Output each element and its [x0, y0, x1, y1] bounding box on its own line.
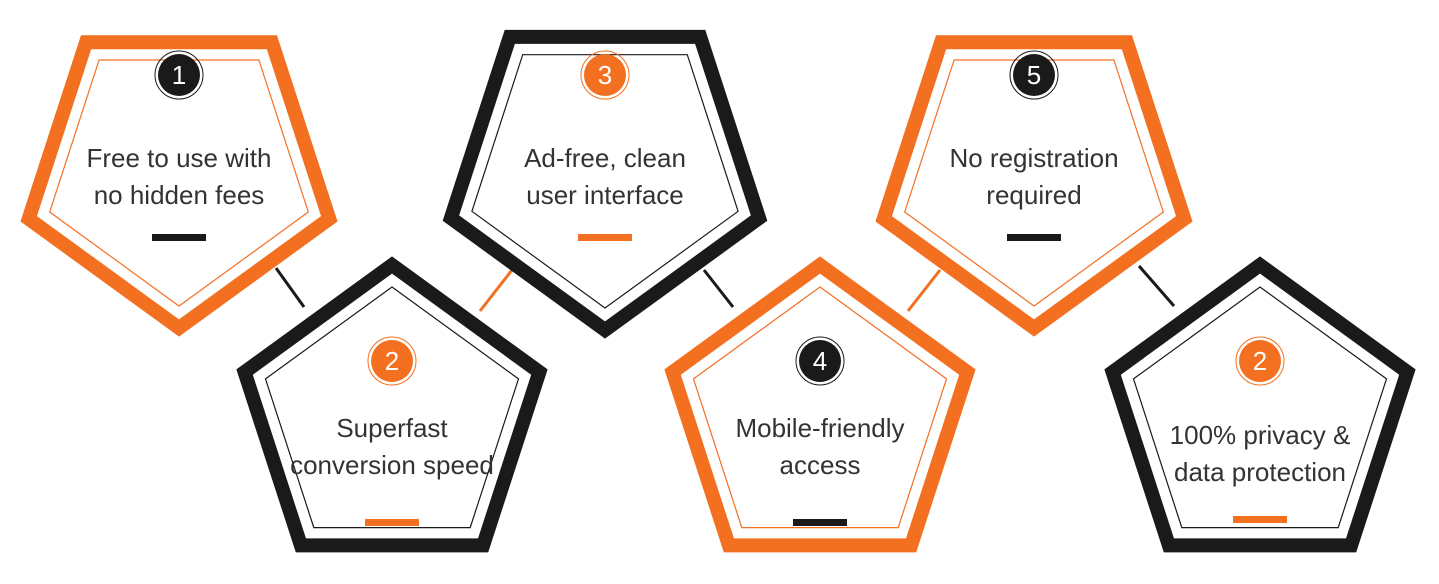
feature-text-line-2: conversion speed	[290, 450, 494, 480]
pentagon-inner-frame	[1132, 286, 1388, 529]
connector-line-5	[1137, 265, 1176, 307]
feature-number: 1	[172, 60, 186, 90]
feature-text-line-1: Mobile-friendly	[735, 413, 904, 443]
pentagon-outer-frame	[664, 256, 976, 553]
connector-line-2	[478, 269, 514, 312]
pentagon-outer-frame	[875, 35, 1193, 337]
feature-number: 4	[813, 346, 827, 376]
feature-number: 2	[1253, 346, 1267, 376]
connectors	[274, 265, 1176, 312]
badge-ring	[1235, 336, 1285, 386]
feature-text-line-1: No registration	[949, 143, 1118, 173]
accent-dash	[365, 519, 419, 526]
connector-line-1	[274, 267, 306, 308]
number-badge	[799, 340, 841, 382]
feature-text-line-2: access	[780, 450, 861, 480]
feature-text-line-1: Superfast	[336, 413, 448, 443]
connector-line-4	[906, 269, 942, 312]
number-badge	[1013, 54, 1055, 96]
accent-dash	[152, 234, 206, 241]
badge-ring	[367, 336, 417, 386]
badge-ring	[1009, 50, 1059, 100]
number-badge	[584, 54, 626, 96]
pentagon-inner-frame	[264, 286, 520, 529]
accent-dash	[1007, 234, 1061, 241]
feature-text-line-1: Ad-free, clean	[524, 143, 686, 173]
connector-line-3	[702, 269, 735, 308]
feature-text-line-1: 100% privacy &	[1170, 420, 1351, 450]
feature-number: 5	[1027, 60, 1041, 90]
badge-ring	[154, 50, 204, 100]
pentagon-inner-frame	[692, 286, 948, 529]
pentagon-outer-frame	[236, 256, 548, 553]
pentagon-outer-frame	[1104, 256, 1416, 553]
badge-ring	[580, 50, 630, 100]
feature-text-line-2: user interface	[526, 180, 684, 210]
number-badge	[158, 54, 200, 96]
number-badge	[1239, 340, 1281, 382]
feature-card-6: 2 100% privacy & data protection	[1104, 256, 1416, 553]
feature-text-line-2: data protection	[1174, 457, 1346, 487]
feature-text-line-2: no hidden fees	[94, 180, 265, 210]
accent-dash	[793, 519, 847, 526]
feature-text-line-2: required	[986, 180, 1081, 210]
feature-number: 3	[598, 60, 612, 90]
feature-number: 2	[385, 346, 399, 376]
accent-dash	[578, 234, 632, 241]
accent-dash	[1233, 516, 1287, 523]
feature-card-5: 5 No registration required	[875, 35, 1193, 337]
number-badge	[371, 340, 413, 382]
pentagon-outer-frame	[20, 35, 338, 337]
feature-card-3: 3Ad-free, clean user interface	[442, 29, 768, 339]
badge-ring	[795, 336, 845, 386]
pentagon-outer-frame	[442, 29, 768, 339]
feature-text-line-1: Free to use with	[87, 143, 272, 173]
